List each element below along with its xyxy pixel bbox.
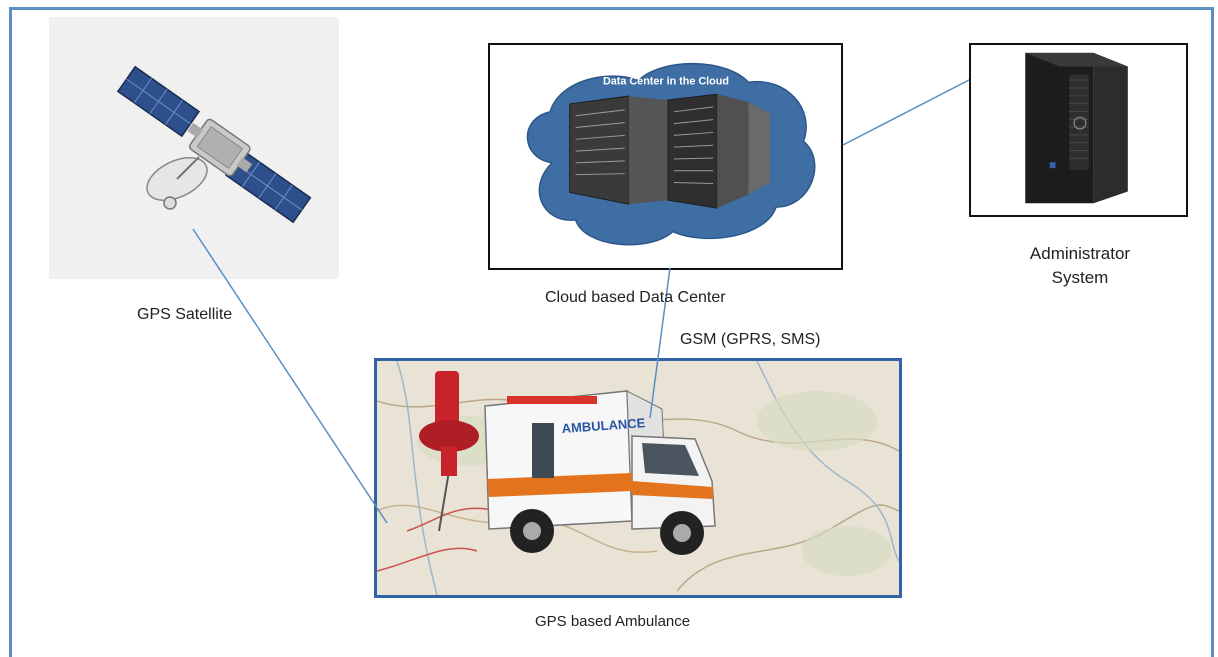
gps-ambulance-label: GPS based Ambulance <box>535 613 691 630</box>
gps-satellite-label: GPS Satellite <box>137 306 233 323</box>
gps-satellite-image <box>49 17 339 279</box>
cloud-title: Data Center in the Cloud <box>603 75 729 87</box>
data-center-label: Cloud based Data Center <box>545 289 726 306</box>
svg-text:AMBULANCE: AMBULANCE <box>561 415 646 436</box>
gsm-connection-label: GSM (GPRS, SMS) <box>680 331 821 348</box>
administrator-system-label: Administrator System <box>990 242 1170 290</box>
satellite-icon <box>116 65 312 224</box>
administrator-system-image <box>969 43 1188 217</box>
gps-ambulance-image: AMBULANCE <box>374 358 902 598</box>
tower-server-icon <box>1025 52 1128 204</box>
server-rack-cloud-icon: Data Center in the Cloud <box>526 62 816 246</box>
ambulance-icon: AMBULANCE <box>377 361 899 595</box>
administrator-system-label-text: Administrator System <box>1029 244 1131 287</box>
diagram-frame <box>9 7 1214 657</box>
cloud-data-center-image: Data Center in the Cloud <box>488 43 843 270</box>
